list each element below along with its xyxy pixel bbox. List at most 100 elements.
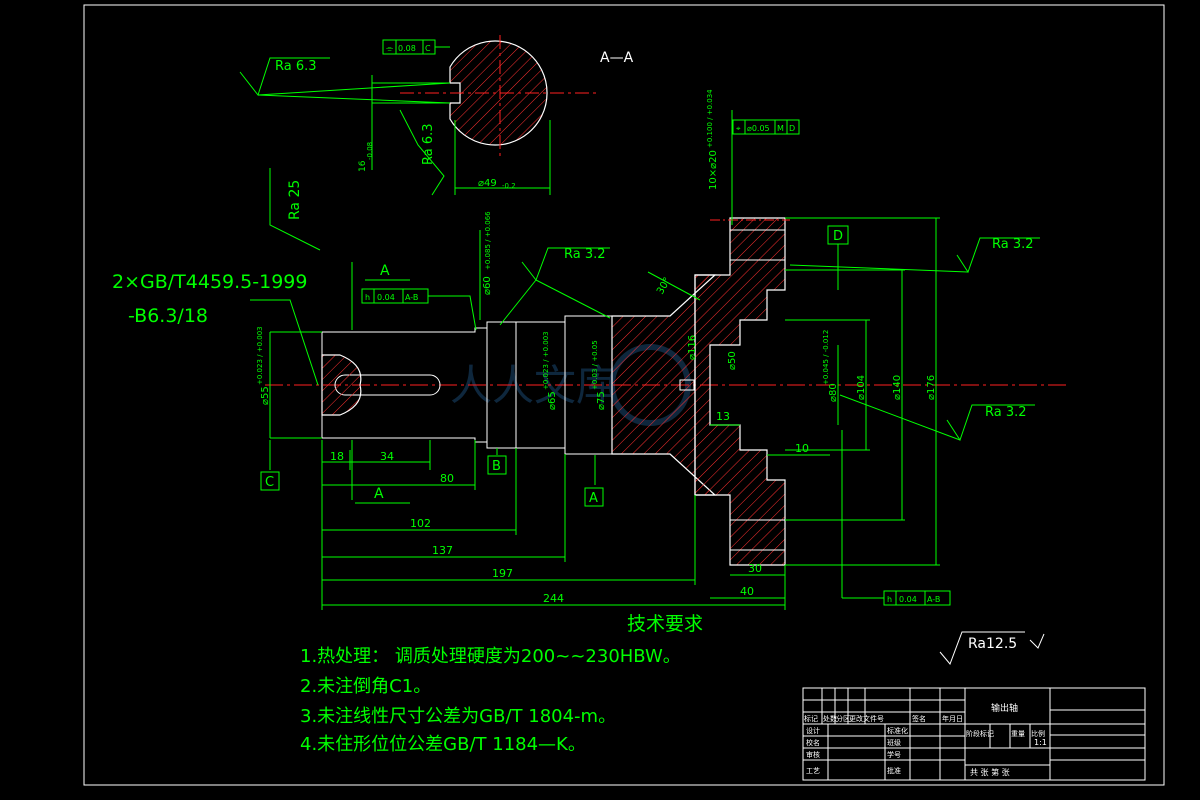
tech-requirements: 技术要求 1.热处理： 调质处理硬度为200~~230HBW。 2.未注倒角C1… (300, 613, 1045, 755)
ra-right1: Ra 3.2 (992, 237, 1034, 252)
fcf-right-datum: A-B (927, 595, 940, 604)
dim-13: 13 (716, 410, 730, 423)
d80: ⌀80 (828, 383, 839, 402)
d75-tol: +0.03 / +0.05 (591, 340, 599, 390)
holes-tol: +0.100 / +0.034 (706, 89, 714, 148)
hdr-4: 更改文件号 (849, 714, 884, 723)
section-label: A—A (600, 50, 634, 66)
section-fcf-datum: C (425, 44, 431, 53)
right-1: 阶段标记 (966, 729, 994, 738)
right-2: 重量 (1011, 730, 1025, 738)
fcf-left-datum: A-B (405, 293, 418, 302)
fcf-holes-datum: D (789, 124, 795, 133)
dim-197: 197 (492, 567, 513, 580)
section-ra-top: Ra 6.3 (275, 59, 317, 74)
d60: ⌀60 (482, 276, 493, 295)
fcf-right (883, 590, 951, 606)
shaft-view (265, 217, 1070, 566)
mid-4: 批准 (887, 766, 901, 775)
req-item-4: 4.未住形位位公差GB/T 1184—K。 (300, 734, 586, 755)
fcf-holes-mod: M (777, 124, 784, 133)
dim-40: 40 (740, 585, 754, 598)
datum-c: C (265, 475, 274, 490)
datum-c-box (260, 471, 280, 491)
d60-tol: +0.085 / +0.066 (484, 211, 492, 270)
fcf-holes-val: ⌀0.05 (747, 124, 770, 133)
d75: ⌀75 (596, 391, 607, 410)
hdr-5: 签名 (912, 714, 926, 723)
datum-b: B (492, 459, 501, 474)
right-3: 比例 (1031, 729, 1045, 738)
section-mark-bottom: A (374, 486, 384, 502)
datum-b-box (487, 455, 507, 475)
section-mark-top: A (380, 263, 390, 279)
hdr-6: 年月日 (942, 714, 963, 723)
datum-d: D (833, 229, 843, 244)
spline-std-1: 2×GB/T4459.5-1999 (112, 271, 307, 293)
holes: 10×⌀20 (708, 150, 719, 190)
d116: ⌀116 (687, 335, 698, 360)
dim-102: 102 (410, 517, 431, 530)
section-fcf-sym: ⌯ (386, 44, 394, 54)
general-ra: Ra12.5 (968, 636, 1017, 652)
spline-std-2: -B6.3/18 (128, 305, 208, 327)
d55-tol: +0.023 / +0.003 (256, 326, 264, 385)
row-3: 审核 (806, 750, 820, 759)
req-item-3: 3.未注线性尺寸公差为GB/T 1804-m。 (300, 706, 616, 727)
req-item-1: 1.热处理： 调质处理硬度为200~~230HBW。 (300, 646, 681, 667)
req-item-2: 2.未注倒角C1。 (300, 676, 431, 697)
drawing-border (83, 4, 1165, 786)
ra-left: Ra 25 (287, 180, 303, 220)
mid-1: 标准化 (887, 726, 908, 735)
d176: ⌀176 (926, 375, 937, 400)
part-name: 输出轴 (991, 702, 1018, 714)
key-tol: -0.08 (366, 142, 374, 160)
fcf-holes-sym: ⌖ (736, 124, 741, 133)
ra-symbol (239, 57, 330, 97)
dimensions: Ra 25 2×GB/T4459.5-1999 -B6.3/18 A h 0.0… (112, 89, 1040, 610)
mid-3: 学号 (887, 750, 901, 759)
d140: ⌀140 (892, 375, 903, 400)
scale: 1:1 (1034, 738, 1047, 747)
fcf-holes (732, 119, 800, 135)
fcf-right-val: 0.04 (899, 595, 917, 604)
d104: ⌀104 (856, 375, 867, 400)
d65: ⌀65 (547, 391, 558, 410)
datum-a-box (584, 487, 604, 507)
hdr-1: 标记 (804, 714, 818, 723)
section-ra-side: Ra 6.3 (421, 123, 436, 165)
dim-18: 18 (330, 450, 344, 463)
dim-34: 34 (380, 450, 394, 463)
hdr-3: 分区 (836, 714, 850, 723)
req-title: 技术要求 (627, 613, 703, 635)
ra-mid: Ra 3.2 (564, 247, 606, 262)
dim-80: 80 (440, 472, 454, 485)
width-tol: -0.2 (502, 182, 516, 190)
section-a-a: A—A ⌀49 -0.2 16 -0.08 ⌯ 0.08 C Ra 6.3 Ra… (239, 35, 634, 196)
dim-137: 137 (432, 544, 453, 557)
row-2: 校名 (806, 738, 820, 747)
d80-tol: +0.045 / -0.012 (822, 330, 830, 385)
hdr-2: 处数 (823, 714, 837, 723)
width-dim: ⌀49 (478, 178, 497, 189)
dim-244: 244 (543, 592, 564, 605)
chamfer: 30° (655, 276, 673, 297)
datum-a: A (589, 491, 598, 506)
row-4: 工艺 (806, 767, 820, 775)
sheet-footer: 共 张 第 张 (970, 767, 1010, 777)
ra-right2: Ra 3.2 (985, 405, 1027, 420)
section-fcf-val: 0.08 (398, 44, 416, 53)
d55: ⌀55 (260, 386, 271, 405)
key-dim: 16 (358, 160, 368, 172)
row-1: 设计 (806, 726, 820, 735)
dim-30: 30 (748, 562, 762, 575)
mid-2: 班级 (887, 738, 901, 747)
section-circle (449, 40, 548, 146)
d50: ⌀50 (727, 351, 738, 370)
fcf-right-sym: h (887, 595, 892, 604)
d65-tol: +0.023 / +0.003 (542, 331, 550, 390)
title-block: 输出轴 标记 处数 分区 更改文件号 签名 年月日 设计 校名 审核 工艺 标准… (802, 687, 1146, 781)
fcf-left-sym: h (365, 293, 370, 302)
fcf-left-val: 0.04 (377, 293, 395, 302)
